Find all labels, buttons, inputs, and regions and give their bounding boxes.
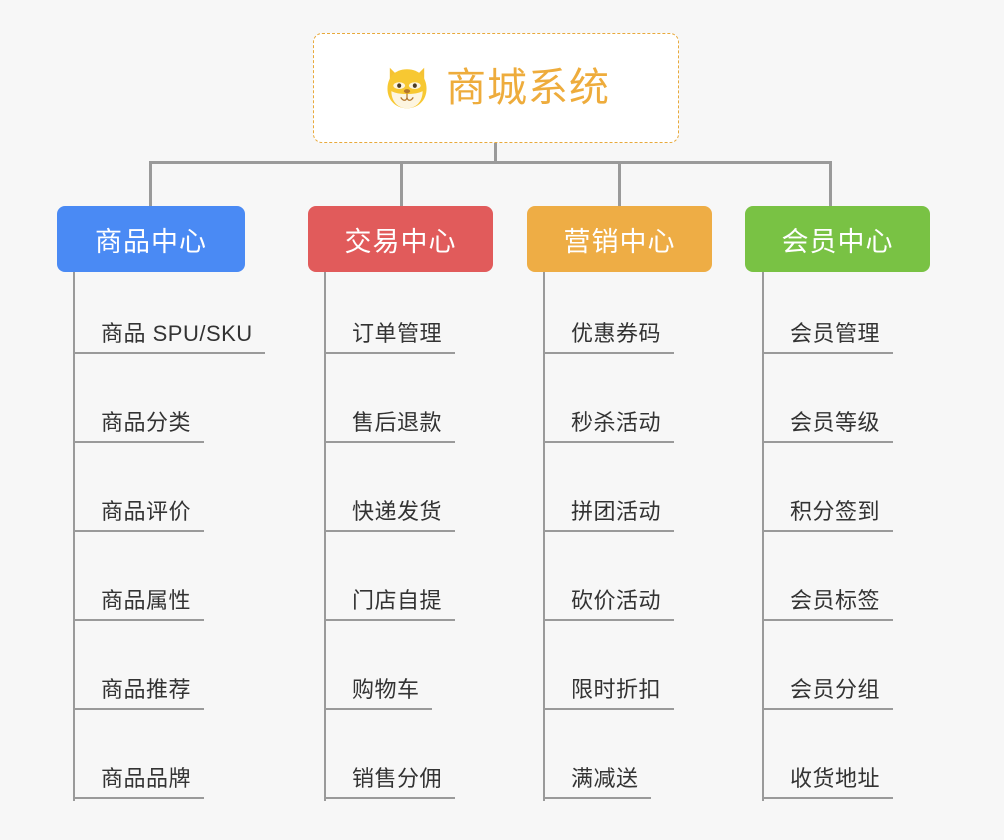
connector-drop-product-center [149,161,152,207]
leaf-item-rule [75,708,204,710]
leaf-item-label: 会员分组 [790,677,881,702]
category-label-marketing-center: 营销中心 [563,226,676,257]
category-label-member-center: 会员中心 [781,226,894,257]
leaf-item-label: 满减送 [571,766,639,791]
leaf-item-label: 商品 SPU/SKU [101,321,253,346]
connector-drop-member-center [829,161,832,207]
leaf-item-rule [764,708,893,710]
category-label-trade-center: 交易中心 [344,226,457,257]
leaf-item-label: 优惠券码 [571,321,662,346]
category-label-product-center: 商品中心 [95,226,207,257]
leaf-item-label: 砍价活动 [571,588,662,613]
leaf-item-label: 拼团活动 [571,499,662,524]
leaf-spine [543,272,545,801]
leaf-item-label: 商品评价 [101,499,192,524]
leaf-item-label: 商品属性 [101,588,192,613]
leaf-item-label: 门店自提 [352,588,443,613]
leaf-item-label: 会员等级 [790,410,881,435]
leaf-item-rule [545,797,651,799]
leaf-item-rule [75,797,204,799]
leaf-item-label: 购物车 [352,677,420,702]
leaf-item-rule [545,619,674,621]
leaf-item-label: 销售分佣 [352,766,443,791]
root-node-label: 商城系统 [446,66,610,110]
leaf-item-label: 商品分类 [101,410,192,435]
leaf-item-rule [326,530,455,532]
leaf-item-label: 售后退款 [352,410,443,435]
leaf-item-rule [764,352,893,354]
connector-horizontal-bus [149,161,832,164]
connector-drop-trade-center [400,161,403,207]
leaf-item-label: 积分签到 [790,499,881,524]
leaf-item-label: 快递发货 [352,499,443,524]
shiba-dog-face-icon [387,67,427,109]
connector-root-stem [494,143,497,164]
leaf-item-rule [764,797,893,799]
leaf-item-label: 限时折扣 [571,677,662,702]
leaf-spine [762,272,764,801]
leaf-item-rule [75,441,204,443]
leaf-item-label: 会员标签 [790,588,881,613]
leaf-item-rule [764,441,893,443]
leaf-item-rule [326,441,455,443]
leaf-item-rule [326,619,455,621]
leaf-item-rule [545,530,674,532]
leaf-spine [324,272,326,801]
leaf-item-rule [545,708,674,710]
leaf-item-rule [75,352,265,354]
leaf-item-rule [764,619,893,621]
leaf-item-rule [326,797,455,799]
connector-drop-marketing-center [618,161,621,207]
leaf-item-rule [545,441,674,443]
leaf-item-label: 商品推荐 [101,677,192,702]
leaf-item-rule [75,619,204,621]
leaf-item-label: 会员管理 [790,321,881,346]
leaf-item-label: 收货地址 [790,766,881,791]
root-node-mall-system[interactable]: 商城系统 [313,33,679,143]
leaf-item-rule [545,352,674,354]
category-box-trade-center[interactable]: 交易中心 [308,206,493,272]
leaf-item-rule [326,352,455,354]
leaf-item-label: 商品品牌 [101,766,192,791]
leaf-item-rule [326,708,432,710]
leaf-item-rule [75,530,204,532]
leaf-spine [73,272,75,801]
category-box-product-center[interactable]: 商品中心 [57,206,245,272]
category-box-marketing-center[interactable]: 营销中心 [527,206,712,272]
category-box-member-center[interactable]: 会员中心 [745,206,930,272]
leaf-item-rule [764,530,893,532]
leaf-item-label: 订单管理 [352,321,443,346]
leaf-item-label: 秒杀活动 [571,410,662,435]
